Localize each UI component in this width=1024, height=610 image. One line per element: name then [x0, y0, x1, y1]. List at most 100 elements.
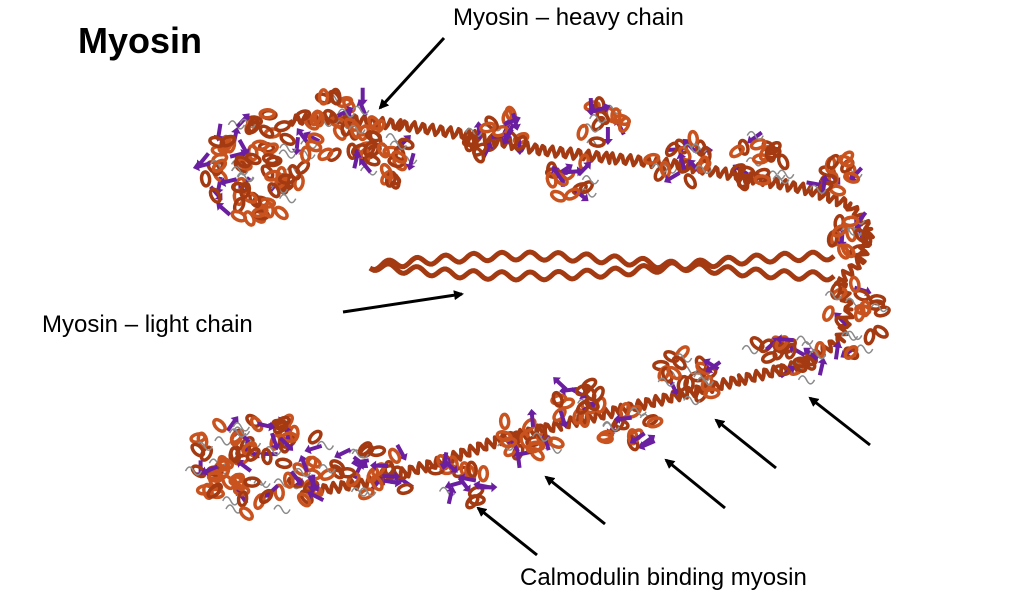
- helix-turn: [363, 153, 381, 167]
- helix-turn: [491, 124, 509, 138]
- beta-strand: [334, 447, 352, 460]
- helix-turn: [461, 134, 479, 147]
- coil-loop: [438, 486, 457, 497]
- helix-turn: [549, 189, 567, 203]
- coil-loop: [589, 114, 607, 124]
- coil-loop: [348, 124, 366, 135]
- upper-iq-domain-2: [576, 96, 632, 148]
- helix-turn: [575, 399, 591, 415]
- lower-iq-domain-4: [550, 377, 607, 429]
- helix-turn: [792, 357, 808, 374]
- beta-strand: [446, 486, 457, 505]
- coil-loop: [629, 406, 647, 417]
- helix-turn: [338, 467, 357, 479]
- coil-loop: [318, 464, 336, 474]
- helix-turn: [305, 455, 322, 469]
- helix-turn: [273, 205, 289, 221]
- helix-turn: [646, 416, 664, 429]
- helix-turn: [683, 173, 698, 190]
- coil-loop: [683, 395, 701, 406]
- helix-turn: [550, 393, 568, 406]
- beta-strand: [200, 464, 219, 476]
- helix-turn: [261, 153, 279, 166]
- helix-turn: [323, 108, 339, 124]
- annotation-arrows: [342, 36, 871, 557]
- helix-turn: [258, 488, 274, 505]
- helix-turn: [553, 172, 569, 187]
- beta-strand: [303, 131, 321, 144]
- helix-turn: [687, 129, 700, 148]
- helix-turn: [208, 187, 222, 204]
- helix-turn: [547, 436, 565, 449]
- helix-turn: [280, 431, 299, 444]
- coil-loop: [316, 440, 335, 451]
- beta-strand: [551, 165, 564, 182]
- calmodulin-arrow-4: [714, 418, 777, 470]
- helix-turn: [591, 115, 606, 132]
- helix-turn: [206, 471, 225, 483]
- coil-loop: [674, 353, 693, 363]
- helix-turn: [358, 487, 375, 501]
- helix-turn: [551, 390, 564, 408]
- helix-turn: [472, 142, 488, 157]
- beta-strand: [503, 115, 521, 127]
- helix-turn: [244, 152, 262, 166]
- heavy-chain-arrow: [378, 36, 446, 110]
- beta-strand: [197, 152, 211, 168]
- coil-loop: [214, 436, 232, 446]
- upper-neck-domain-2: [352, 133, 418, 190]
- coil-loop: [184, 466, 203, 476]
- calmodulin-arrow-1: [476, 506, 538, 557]
- bend-domain-2: [822, 275, 891, 361]
- helix-turn: [664, 141, 680, 158]
- helix-turn: [749, 335, 765, 351]
- helix-turn: [249, 416, 264, 433]
- light-chain-arrow: [342, 290, 464, 314]
- helix-turn: [370, 475, 384, 492]
- beta-strand: [473, 480, 492, 491]
- helix-turn: [317, 88, 330, 106]
- coil-loop: [350, 487, 369, 497]
- beta-strand: [307, 490, 325, 502]
- helix-turn: [267, 182, 281, 199]
- coil-loop: [690, 143, 709, 153]
- upper-iq-domain-1: [461, 105, 530, 164]
- beta-strand: [788, 344, 806, 357]
- helix-turn: [294, 109, 312, 122]
- helix-turn: [263, 201, 275, 219]
- lower-iq-domain-6: [427, 451, 498, 510]
- helix-turn: [264, 169, 282, 182]
- helix-turn: [466, 460, 478, 478]
- upper-iq-domain-3: [544, 153, 600, 203]
- coil-loop: [337, 108, 356, 118]
- coil-loop: [694, 164, 712, 175]
- beta-strand: [307, 475, 320, 492]
- lower-iq-domain-5: [495, 408, 565, 469]
- domain-blobs: [184, 87, 891, 521]
- beta-strand: [503, 123, 516, 141]
- coil-loop: [824, 290, 843, 301]
- helix-turn: [273, 483, 285, 502]
- coil-loop: [228, 428, 247, 438]
- light-chain-coiled-coil: [368, 249, 836, 283]
- lower-iq-domain-3: [596, 402, 664, 452]
- helix-turn: [262, 142, 279, 156]
- helix-turn: [274, 457, 293, 470]
- coil-loop: [746, 130, 764, 141]
- lower-motor-domain: [184, 413, 337, 521]
- helix-turn: [376, 142, 391, 159]
- upper-iq-domain-6: [806, 150, 864, 197]
- helix-turn: [387, 155, 405, 169]
- beta-strand: [296, 128, 310, 144]
- beta-strand: [236, 459, 253, 473]
- beta-strand: [219, 177, 238, 187]
- helix-turn: [863, 328, 876, 346]
- helix-turn: [822, 305, 835, 322]
- helix-turn: [239, 181, 252, 199]
- beta-strand: [565, 166, 584, 177]
- beta-strand: [444, 480, 463, 491]
- beta-strand: [832, 341, 843, 360]
- helix-turn: [238, 506, 254, 521]
- beta-strand: [279, 436, 294, 451]
- helix-turn: [387, 447, 402, 464]
